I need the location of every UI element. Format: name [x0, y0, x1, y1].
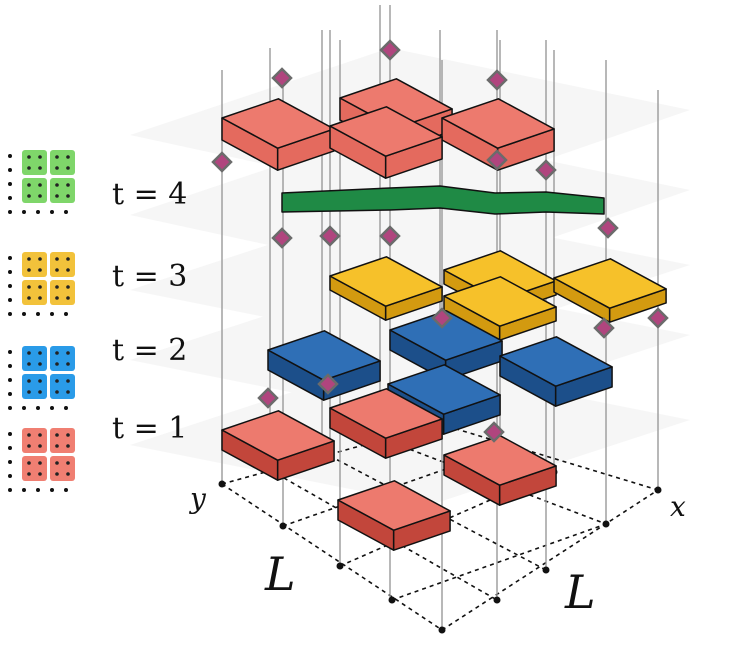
yellow-block: [329, 256, 443, 321]
syndrome-diamond-icon: [483, 421, 505, 443]
blue-block-top: [267, 330, 381, 381]
red-block: [329, 106, 443, 179]
qubit-blocks: [221, 78, 667, 551]
red-block: [221, 410, 335, 481]
red-block: [329, 388, 443, 459]
syndrome-diamond-icon: [535, 159, 557, 181]
syndrome-diamond-icon: [271, 67, 293, 89]
red-block: [441, 98, 555, 171]
yellow-block-top: [553, 258, 667, 309]
blue-block: [267, 330, 381, 401]
red-block-top: [329, 106, 443, 157]
label-t4: t = 4: [112, 177, 187, 212]
red-block-top: [337, 480, 451, 531]
axis-L-left: L: [264, 547, 296, 601]
yellow-block: [553, 258, 667, 323]
axis-y-label: y: [188, 482, 207, 515]
syndrome-diamond-icon: [271, 227, 293, 249]
red-block-icon: [8, 428, 75, 492]
axis-x-label: x: [670, 490, 686, 523]
blue-block: [499, 336, 613, 407]
yellow-block-top: [329, 256, 443, 307]
yellow-block-top: [443, 276, 557, 327]
syndrome-diamond-icon: [379, 39, 401, 61]
yellow-block-icon: [8, 252, 75, 316]
red-block-top: [443, 435, 557, 486]
syndrome-diamond-icon: [319, 225, 341, 247]
syndrome-diamonds: [211, 39, 669, 443]
syndrome-diamond-icon: [597, 217, 619, 239]
syndrome-diamond-icon: [211, 151, 233, 173]
red-block-top: [441, 98, 555, 149]
syndrome-diamond-icon: [317, 373, 339, 395]
blue-block-top: [499, 336, 613, 387]
legend: [8, 150, 75, 492]
syndrome-diamond-icon: [257, 387, 279, 409]
syndrome-diamond-icon: [486, 69, 508, 91]
syndrome-diamond-icon: [486, 149, 508, 171]
blue-block-icon: [8, 346, 75, 410]
label-t2: t = 2: [112, 333, 187, 368]
green-band-face: [281, 185, 605, 215]
red-block: [443, 435, 557, 506]
red-block-top: [221, 410, 335, 461]
blue-block-top: [389, 310, 503, 361]
blue-block-top: [387, 364, 501, 415]
blue-block: [389, 310, 503, 381]
syndrome-diamond-icon: [593, 317, 615, 339]
green-block-icon: [8, 150, 75, 214]
syndrome-diamond-icon: [647, 307, 669, 329]
axis-L-right: L: [564, 565, 596, 619]
red-block-top: [329, 388, 443, 439]
label-t3: t = 3: [112, 259, 187, 294]
syndrome-diamond-icon: [431, 307, 453, 329]
syndrome-diamond-icon: [379, 225, 401, 247]
time-labels: t = 4 t = 3 t = 2 t = 1: [112, 177, 187, 446]
yellow-block: [443, 276, 557, 341]
green-band: [281, 185, 605, 215]
label-t1: t = 1: [112, 411, 187, 446]
red-block: [337, 480, 451, 551]
